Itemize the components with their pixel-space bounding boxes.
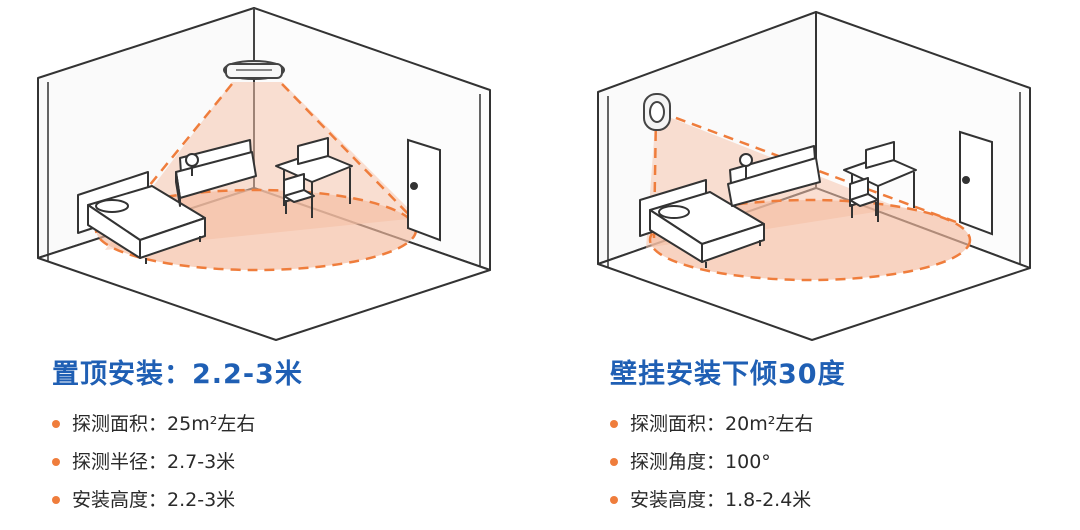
ceiling-mount-spec: 置顶安装：2.2-3米 探测面积：25m²左右 探测半径：2.7-3米 安装高度… (52, 352, 303, 519)
spec-value: 20m²左右 (725, 413, 814, 435)
sofa-icon (175, 139, 257, 207)
spec-label: 安装高度： (72, 489, 168, 511)
spec-item-install-height: 安装高度：1.8-2.4米 (610, 481, 846, 519)
ceiling-sensor-icon (223, 8, 285, 80)
bullet-dot-icon (610, 420, 618, 428)
bullet-dot-icon (52, 496, 60, 504)
sofa-icon (727, 145, 821, 207)
spec-label: 安装高度： (630, 489, 726, 511)
spec-label: 探测面积： (630, 413, 726, 435)
wall-sensor-icon (643, 93, 671, 131)
ceiling-mount-title: 置顶安装：2.2-3米 (52, 359, 303, 390)
door-icon (959, 130, 993, 236)
bullet-dot-icon (610, 458, 618, 466)
bullet-dot-icon (610, 496, 618, 504)
spec-item-detection-area: 探测面积：20m²左右 (610, 405, 846, 443)
wall-mount-spec-list: 探测面积：20m²左右 探测角度：100° 安装高度：1.8-2.4米 (610, 405, 846, 519)
wall-mount-title: 壁挂安装下倾30度 (610, 359, 846, 390)
spec-label: 探测面积： (72, 413, 168, 435)
spec-value: 100° (725, 451, 771, 473)
bed-icon (639, 179, 765, 268)
spec-item-detection-area: 探测面积：25m²左右 (52, 405, 303, 443)
spec-value: 2.7-3米 (167, 451, 236, 473)
spec-value: 25m²左右 (167, 413, 256, 435)
spec-value: 2.2-3米 (167, 489, 236, 511)
bullet-dot-icon (52, 420, 60, 428)
wall-mount-spec: 壁挂安装下倾30度 探测面积：20m²左右 探测角度：100° 安装高度：1.8… (610, 352, 846, 519)
spec-label: 探测半径： (72, 451, 168, 473)
spec-item-detection-radius: 探测半径：2.7-3米 (52, 443, 303, 481)
ceiling-mount-spec-list: 探测面积：25m²左右 探测半径：2.7-3米 安装高度：2.2-3米 (52, 405, 303, 519)
ceiling-mount-room-illustration (0, 0, 540, 345)
bed-icon (77, 171, 206, 264)
chair-icon (283, 173, 315, 214)
spec-item-install-height: 安装高度：2.2-3米 (52, 481, 303, 519)
spec-value: 1.8-2.4米 (725, 489, 812, 511)
spec-label: 探测角度： (630, 451, 726, 473)
spec-item-detection-angle: 探测角度：100° (610, 443, 846, 481)
wall-mount-room-illustration (560, 0, 1080, 345)
door-icon (407, 138, 441, 242)
bullet-dot-icon (52, 458, 60, 466)
chair-icon (849, 177, 879, 218)
